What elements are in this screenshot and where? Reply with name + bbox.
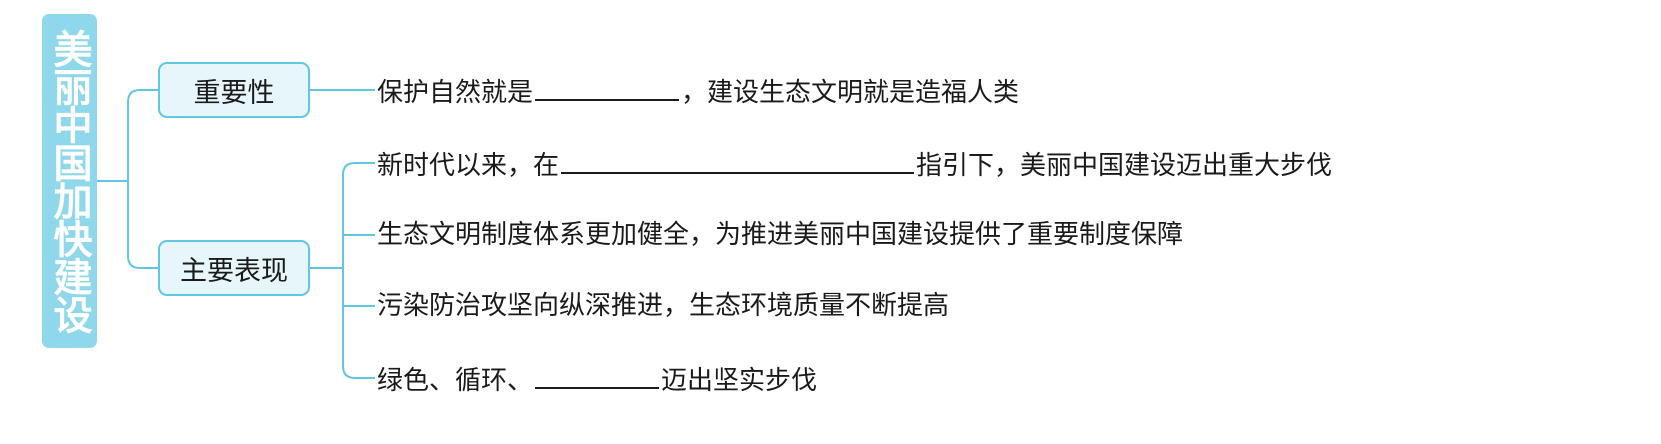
- branch-importance: 重要性: [158, 62, 310, 118]
- leaf-importance-1: 保护自然就是 ，建设生态文明就是造福人类: [377, 70, 1019, 110]
- leaf-text-after: 迈出坚实步伐: [661, 366, 818, 396]
- leaf-text: 生态文明制度体系更加健全，为推进美丽中国建设提供了重要制度保障: [377, 220, 1184, 250]
- leaf-text-after: ，建设生态文明就是造福人类: [681, 78, 1020, 108]
- leaf-manifestation-3: 污染防治攻坚向纵深推进，生态环境质量不断提高: [377, 286, 949, 326]
- leaf-manifestation-1: 新时代以来，在 指引下，美丽中国建设迈出重大步伐: [377, 143, 1332, 183]
- branch-bracket: [127, 89, 158, 269]
- leaf-manifestation-2: 生态文明制度体系更加健全，为推进美丽中国建设提供了重要制度保障: [377, 215, 1183, 255]
- branch-main-manifestations-label: 主要表现: [180, 255, 288, 287]
- fill-in-blank: [535, 70, 680, 101]
- leaf-text: 污染防治攻坚向纵深推进，生态环境质量不断提高: [377, 291, 950, 321]
- fill-in-blank: [535, 358, 660, 389]
- leaf-bracket: [342, 162, 375, 379]
- root-node: 美丽中国加快建设: [42, 14, 97, 348]
- leaf-text-after: 指引下，美丽中国建设迈出重大步伐: [916, 151, 1333, 181]
- leaf-text-before: 新时代以来，在: [377, 151, 560, 181]
- leaf-text-before: 绿色、循环、: [377, 366, 534, 396]
- branch-importance-label: 重要性: [193, 77, 275, 109]
- fill-in-blank: [561, 143, 915, 174]
- branch-main-manifestations: 主要表现: [158, 240, 310, 296]
- root-title: 美丽中国加快建设: [47, 29, 92, 333]
- leaf-text-before: 保护自然就是: [377, 78, 534, 108]
- leaf-manifestation-4: 绿色、循环、 迈出坚实步伐: [377, 358, 817, 398]
